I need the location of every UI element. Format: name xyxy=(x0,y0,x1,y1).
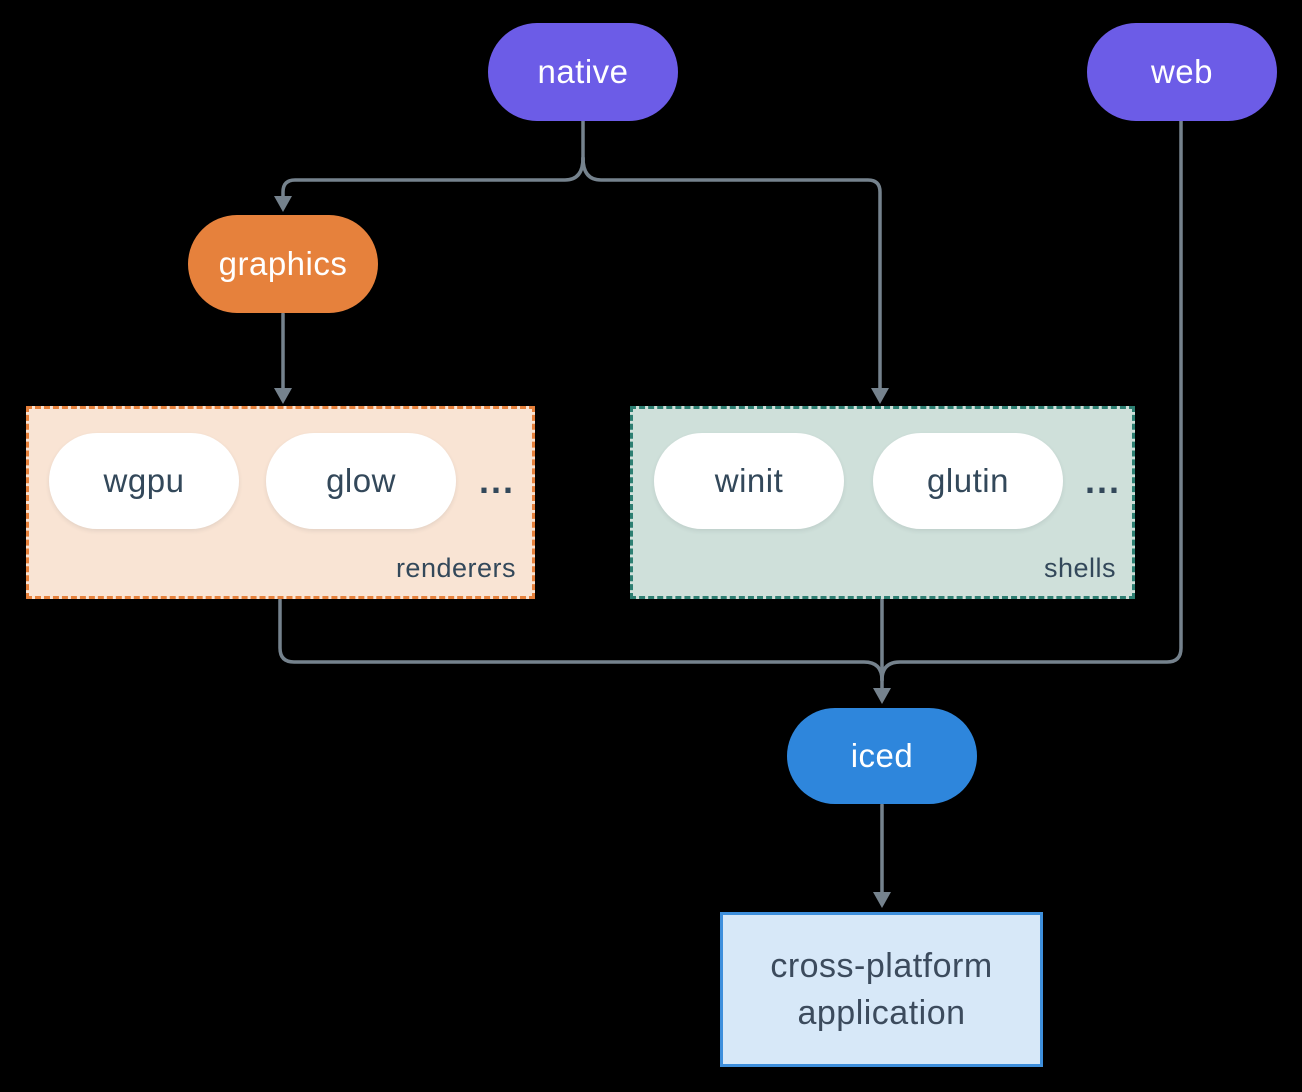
node-web-label: web xyxy=(1150,53,1214,90)
node-iced-label: iced xyxy=(850,737,914,774)
node-graphics: graphics xyxy=(188,215,378,313)
node-iced: iced xyxy=(787,708,977,804)
pill-glutin-label: glutin xyxy=(927,462,1009,499)
arrowhead-into-graphics xyxy=(274,196,292,212)
arrowhead-into-application xyxy=(873,892,891,908)
shells-ellipsis: ... xyxy=(1085,460,1122,501)
node-web: web xyxy=(1087,23,1277,121)
arrowhead-into-shells xyxy=(871,388,889,404)
edge-native-fork-right xyxy=(581,156,882,391)
pill-glutin: glutin xyxy=(873,433,1063,529)
arrowhead-into-renderers xyxy=(274,388,292,404)
pill-glow-label: glow xyxy=(326,462,396,499)
group-renderers: wgpu glow ... renderers xyxy=(26,406,535,599)
pill-winit: winit xyxy=(654,433,844,529)
pill-glow: glow xyxy=(266,433,456,529)
pill-winit-label: winit xyxy=(714,462,784,499)
arrowhead-into-iced xyxy=(873,688,891,704)
application-box: cross-platform application xyxy=(720,912,1043,1067)
node-graphics-label: graphics xyxy=(218,245,348,282)
pill-wgpu-label: wgpu xyxy=(103,462,185,499)
application-label-line1: cross-platform xyxy=(770,946,993,985)
renderers-group-label: renderers xyxy=(395,553,516,583)
node-native-label: native xyxy=(537,53,629,90)
shells-group-label: shells xyxy=(1043,553,1116,583)
edge-renderers-merge xyxy=(278,598,884,682)
application-label-line2: application xyxy=(797,993,966,1032)
renderers-ellipsis: ... xyxy=(479,460,516,501)
edge-native-fork-left xyxy=(281,156,585,199)
node-native: native xyxy=(488,23,678,121)
pill-wgpu: wgpu xyxy=(49,433,239,529)
group-shells: winit glutin ... shells xyxy=(630,406,1135,599)
